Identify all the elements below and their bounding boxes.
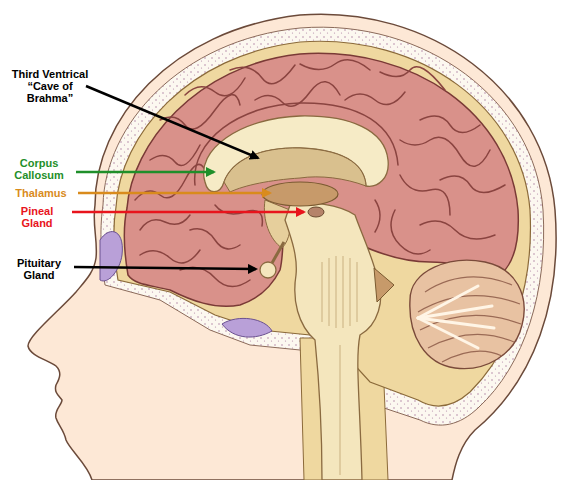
drawn-line (420, 221, 495, 239)
drawn-line (400, 137, 490, 166)
drawn-line (440, 176, 505, 193)
line-part (357, 262, 358, 322)
leader-arrow (78, 192, 270, 195)
drawn-line (391, 210, 430, 254)
drawn-line (418, 318, 478, 348)
drawn-line (418, 306, 492, 318)
pons-stripes (322, 256, 357, 475)
thalamus (262, 182, 338, 206)
part-label: Corpus Callosum (14, 157, 64, 181)
drawn-line (400, 175, 450, 215)
drawn-line (442, 351, 502, 362)
drawn-line (230, 65, 295, 84)
drawn-line (150, 145, 200, 166)
leader-arrow (74, 267, 256, 269)
drawn-line (215, 205, 262, 226)
fourth-ventricle (374, 268, 394, 302)
line-part (350, 258, 351, 326)
drawn-line (140, 215, 190, 230)
drawn-line (420, 116, 480, 133)
arbor-vitae (418, 286, 494, 348)
part-label: Pineal Gland (21, 205, 53, 229)
drawn-line (345, 92, 405, 105)
drawn-line (140, 250, 200, 263)
drawn-line (380, 67, 445, 90)
line-part (322, 262, 323, 322)
pineal-gland (308, 207, 324, 217)
cerebellum (410, 260, 524, 368)
drawn-line (180, 267, 250, 286)
frontal-sinus (100, 232, 122, 281)
drawn-line (375, 200, 380, 232)
brainstem (285, 203, 381, 480)
pituitary-stalk (272, 242, 284, 263)
part-label-box: Pituitary Gland (8, 257, 70, 281)
part-label: Thalamus (15, 187, 66, 199)
head-outline (28, 14, 556, 480)
line-part (336, 256, 337, 328)
part-label-box: Corpus Callosum (8, 157, 70, 181)
part-label-box: Thalamus (6, 187, 76, 199)
leader-arrow (76, 171, 214, 174)
line-part (340, 345, 341, 475)
leader-arrow (86, 86, 258, 158)
part-label-box: Pineal Gland (8, 205, 66, 229)
leader-arrow (72, 211, 304, 214)
drawn-line (190, 229, 240, 249)
line-part (343, 256, 344, 328)
corpus-callosum (204, 116, 389, 192)
drawn-line (300, 60, 370, 70)
part-label: Third Ventrical “Cave of Brahma” (12, 68, 88, 104)
pituitary-gland (260, 262, 276, 278)
cerebellum-folia (418, 277, 521, 362)
sphenoid-sinus (222, 318, 272, 337)
line-part (329, 258, 330, 326)
part-label: Pituitary Gland (17, 257, 61, 281)
drawn-line (185, 78, 245, 96)
part-label-box: Third Ventrical “Cave of Brahma” (4, 68, 96, 104)
